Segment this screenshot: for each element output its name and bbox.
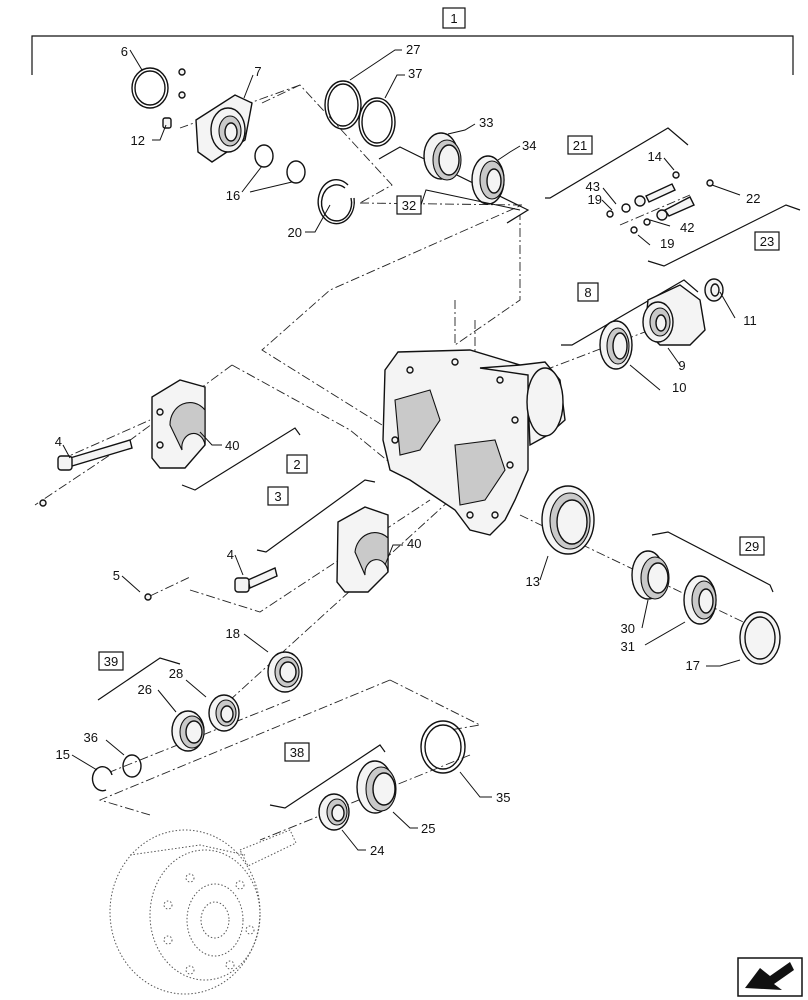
breather-fittings: [606, 171, 714, 234]
callout-43: 43: [586, 179, 600, 194]
bearing-cone-34: [471, 155, 505, 205]
snap-ring-15: [91, 766, 113, 792]
callout-14: 14: [648, 149, 662, 164]
callout-2: 2: [293, 457, 300, 472]
callout-6: 6: [121, 44, 128, 59]
callout-4b: 4: [227, 547, 234, 562]
bearing-cup-25: [356, 760, 397, 814]
callout-8: 8: [584, 285, 591, 300]
callout-19b: 19: [660, 236, 674, 251]
callout-40b: 40: [407, 536, 421, 551]
ring-16a: [254, 144, 274, 168]
bearing-cone-28: [208, 694, 240, 732]
leader-lines: [62, 49, 741, 851]
screws-12: [162, 68, 186, 129]
callout-36: 36: [84, 730, 98, 745]
callout-11: 11: [743, 313, 757, 328]
callout-42: 42: [680, 220, 694, 235]
bearing-cup-26: [171, 710, 205, 752]
callout-39: 39: [104, 654, 118, 669]
callout-15: 15: [56, 747, 70, 762]
bearing-cup-33: [423, 132, 462, 181]
adjusting-nut-17: [739, 611, 781, 665]
callout-18: 18: [226, 626, 240, 641]
callout-9: 9: [678, 358, 685, 373]
callout-1: 1: [450, 11, 457, 26]
bearing-cap-2: [151, 379, 206, 469]
callout-16: 16: [226, 188, 240, 203]
callout-23: 23: [760, 234, 774, 249]
callout-4a: 4: [55, 434, 62, 449]
flange-cover-7: [195, 94, 253, 163]
pin-5b: [144, 593, 152, 601]
callout-7: 7: [254, 64, 261, 79]
arrow-icon[interactable]: [737, 957, 803, 997]
callout-32: 32: [402, 198, 416, 213]
seal-18: [267, 651, 303, 693]
callout-26: 26: [138, 682, 152, 697]
callout-22: 22: [746, 191, 760, 206]
callout-40a: 40: [225, 438, 239, 453]
sub-brackets: [97, 127, 801, 809]
callout-13: 13: [526, 574, 540, 589]
callout-17: 17: [686, 658, 700, 673]
callout-12: 12: [131, 133, 145, 148]
ring-35: [420, 720, 466, 774]
seal-10: [599, 320, 633, 370]
callout-24: 24: [370, 843, 384, 858]
callout-20: 20: [288, 225, 302, 240]
bearing-cone-31: [683, 575, 717, 625]
callout-25: 25: [421, 821, 435, 836]
callout-5: 5: [113, 568, 120, 583]
callout-21: 21: [573, 138, 587, 153]
pin-5a: [39, 499, 47, 507]
ring-36: [122, 754, 142, 778]
bolt-4a: [57, 439, 133, 471]
callout-37: 37: [408, 66, 422, 81]
callout-27: 27: [406, 42, 420, 57]
seal-13: [541, 485, 595, 555]
callout-28: 28: [169, 666, 183, 681]
bolt-4b: [234, 567, 278, 593]
callout-33: 33: [479, 115, 493, 130]
callout-boxes: [98, 7, 780, 762]
bracket-assembly-1: [31, 35, 794, 75]
axle-housing: [382, 349, 566, 536]
bearing-cone-24: [318, 793, 350, 831]
bearing-cap-3: [336, 506, 389, 593]
callout-3: 3: [274, 489, 281, 504]
snap-ring-20: [317, 178, 355, 225]
ring-27: [324, 80, 362, 130]
callout-31: 31: [621, 639, 635, 654]
ring-gear-pinion: [109, 829, 297, 995]
bearing-cup-30: [631, 550, 670, 600]
ring-16b: [286, 160, 306, 184]
nut-11: [704, 278, 724, 302]
callout-38: 38: [290, 745, 304, 760]
callout-10: 10: [672, 380, 686, 395]
callout-19a: 19: [588, 192, 602, 207]
callout-30: 30: [621, 621, 635, 636]
callout-35: 35: [496, 790, 510, 805]
yoke-9: [642, 284, 706, 346]
ring-37: [358, 97, 396, 147]
callout-labels: 1 2 3 4 4 5 6 7 8 9 10 11 12 13 14 15 16…: [55, 11, 774, 858]
callout-34: 34: [522, 138, 536, 153]
callout-29: 29: [745, 539, 759, 554]
o-ring-6: [131, 67, 169, 109]
